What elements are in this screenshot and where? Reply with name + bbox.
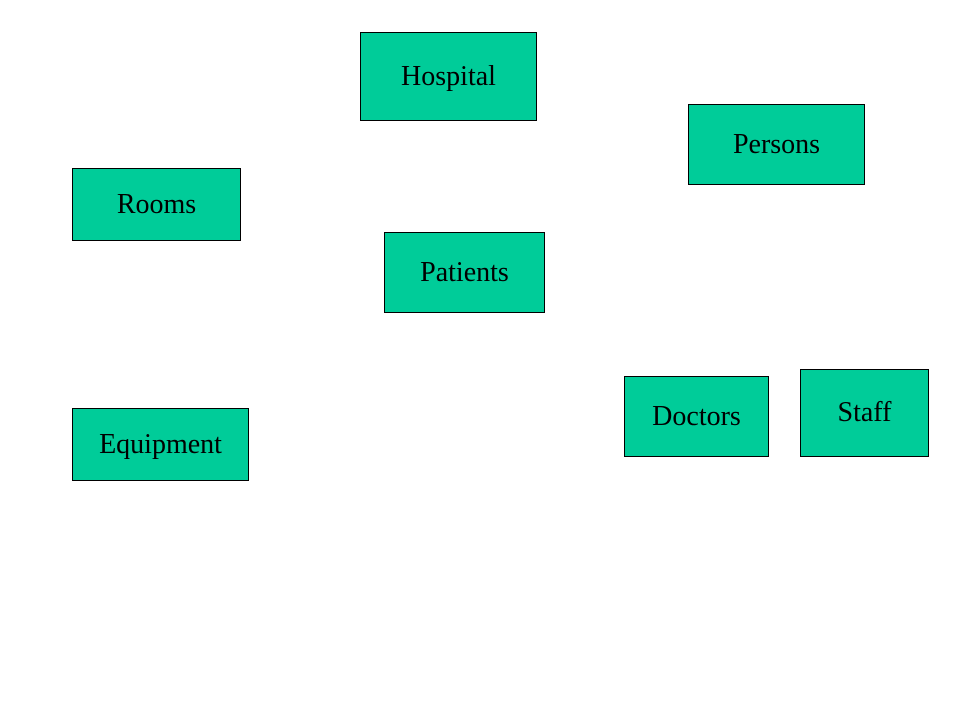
rooms-box: Rooms	[72, 168, 241, 241]
persons-box: Persons	[688, 104, 865, 185]
patients-label: Patients	[420, 256, 509, 288]
rooms-label: Rooms	[116, 188, 197, 220]
staff-label: Staff	[837, 397, 892, 428]
hospital-box: Hospital	[360, 32, 537, 121]
equipment-label: Equipment	[99, 428, 222, 460]
patients-box: Patients	[384, 232, 545, 313]
hospital-label: Hospital	[401, 60, 496, 92]
persons-label: Persons	[732, 128, 821, 160]
equipment-box: Equipment	[72, 408, 249, 481]
staff-box: Staff	[800, 369, 929, 457]
doctors-box: Doctors	[624, 376, 769, 457]
doctors-label: Doctors	[652, 400, 741, 432]
